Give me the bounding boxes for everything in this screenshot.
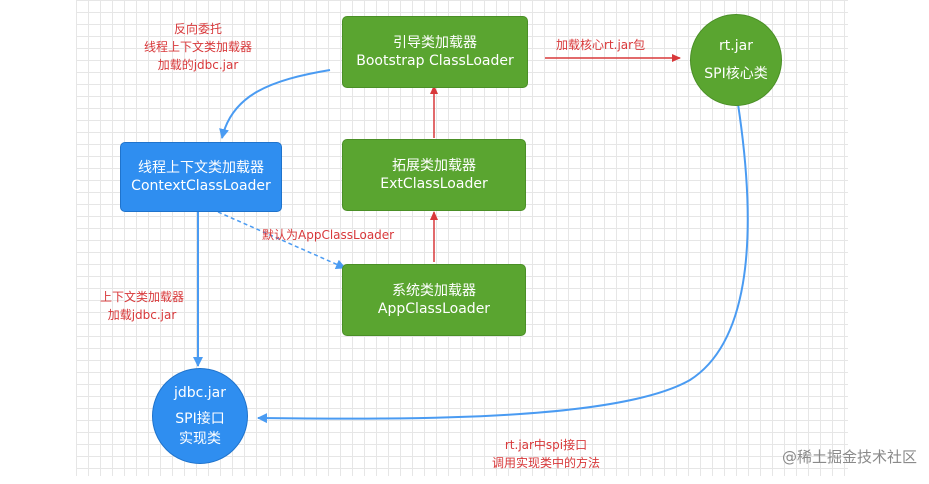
node-ext-title: 拓展类加载器 bbox=[392, 158, 476, 174]
node-app-classloader: 系统类加载器 AppClassLoader bbox=[342, 264, 526, 336]
label-rt-call: rt.jar中spi接口 调用实现类中的方法 bbox=[476, 436, 616, 472]
label-context-load: 上下文类加载器 加载jdbc.jar bbox=[88, 288, 196, 324]
node-bootstrap-subtitle: Bootstrap ClassLoader bbox=[356, 53, 514, 69]
node-rtjar: rt.jar SPI核心类 bbox=[690, 14, 782, 106]
arrow-context-to-app bbox=[217, 211, 346, 269]
label-reverse-delegate-line2: 线程上下文类加载器 bbox=[143, 40, 252, 54]
label-rt-call-line1: rt.jar中spi接口 bbox=[504, 438, 588, 452]
node-jdbcjar-subtitle2: 实现类 bbox=[179, 431, 221, 447]
arrow-bootstrap-to-context bbox=[219, 69, 331, 139]
label-reverse-delegate: 反向委托 线程上下文类加载器 加载的jdbc.jar bbox=[128, 20, 268, 74]
node-app-title: 系统类加载器 bbox=[392, 283, 476, 299]
node-rtjar-title: rt.jar bbox=[719, 38, 753, 54]
node-ext-subtitle: ExtClassLoader bbox=[380, 176, 488, 192]
label-reverse-delegate-line3: 加载的jdbc.jar bbox=[157, 58, 239, 72]
node-jdbcjar-title: jdbc.jar bbox=[173, 385, 227, 401]
node-jdbcjar-subtitle: SPI接口 bbox=[175, 411, 225, 427]
node-ext-classloader: 拓展类加载器 ExtClassLoader bbox=[342, 139, 526, 211]
label-context-load-line1: 上下文类加载器 bbox=[99, 290, 184, 304]
node-app-subtitle: AppClassLoader bbox=[377, 301, 491, 317]
node-rtjar-subtitle: SPI核心类 bbox=[704, 66, 768, 82]
watermark: @稀土掘金技术社区 bbox=[781, 448, 917, 466]
node-context-title: 线程上下文类加载器 bbox=[138, 160, 264, 176]
node-bootstrap-classloader: 引导类加载器 Bootstrap ClassLoader bbox=[342, 16, 528, 88]
node-context-subtitle: ContextClassLoader bbox=[131, 178, 271, 194]
arrow-rtjar-to-jdbcjar bbox=[257, 103, 749, 424]
label-load-rt: 加载核心rt.jar包 bbox=[556, 38, 646, 52]
label-context-load-line2: 加载jdbc.jar bbox=[107, 308, 177, 322]
label-reverse-delegate-line1: 反向委托 bbox=[173, 22, 222, 36]
label-default-app: 默认为AppClassLoader bbox=[262, 228, 395, 242]
label-rt-call-line2: 调用实现类中的方法 bbox=[491, 456, 600, 470]
node-context-classloader: 线程上下文类加载器 ContextClassLoader bbox=[120, 142, 282, 212]
node-jdbcjar: jdbc.jar SPI接口 实现类 bbox=[152, 368, 248, 464]
node-bootstrap-title: 引导类加载器 bbox=[393, 35, 477, 51]
